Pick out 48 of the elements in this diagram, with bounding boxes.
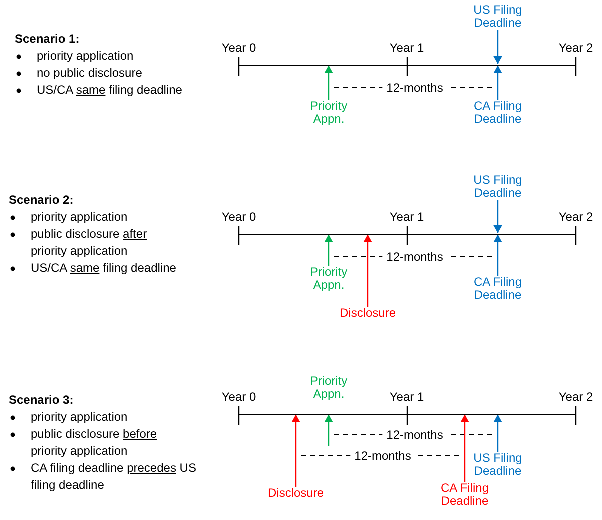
bullet-text: US/CA same filing deadline xyxy=(37,82,182,99)
bullet-text: priority application xyxy=(31,409,128,426)
arrow xyxy=(324,414,334,446)
timeline-axis xyxy=(239,64,576,66)
year-label: Year 1 xyxy=(390,209,424,226)
year-label: Year 1 xyxy=(390,389,424,406)
arrow xyxy=(494,66,502,100)
year-label: Year 0 xyxy=(222,209,256,226)
arrow xyxy=(460,414,470,482)
event-label: US Filing Deadline xyxy=(466,452,530,478)
bullet-text: CA filing deadline precedes US filing deadline xyxy=(31,460,198,494)
event-label: Priority Appn. xyxy=(297,266,361,292)
scenario-heading: Scenario 2: xyxy=(9,192,74,209)
bullet-text: priority application xyxy=(37,48,134,65)
dimension-label: 12-months xyxy=(350,449,416,463)
bullet-text: no public disclosure xyxy=(37,65,142,82)
bullet-text: priority application xyxy=(31,209,128,226)
year-label: Year 0 xyxy=(222,389,256,406)
arrow xyxy=(494,200,502,234)
arrow xyxy=(494,414,502,452)
event-label: US Filing Deadline xyxy=(466,4,530,30)
scenario-heading: Scenario 1: xyxy=(15,31,80,48)
event-label: Priority Appn. xyxy=(297,100,361,126)
arrow xyxy=(494,30,502,64)
dimension-label: 12-months xyxy=(382,81,448,95)
event-label: Disclosure xyxy=(260,487,332,500)
year-label: Year 2 xyxy=(558,389,594,406)
bullet-text: US/CA same filing deadline xyxy=(31,260,176,277)
year-label: Year 2 xyxy=(558,209,594,226)
arrow xyxy=(292,414,300,487)
year-label: Year 0 xyxy=(222,40,256,57)
timeline-axis xyxy=(239,234,576,235)
arrow xyxy=(324,234,334,266)
event-label: Priority Appn. xyxy=(309,375,349,401)
event-label: CA Filing Deadline xyxy=(466,276,530,302)
year-label: Year 1 xyxy=(390,40,424,57)
arrow xyxy=(494,234,502,276)
dimension-label: 12-months xyxy=(382,428,448,442)
scenario-heading: Scenario 3: xyxy=(9,392,74,409)
event-label: CA Filing Deadline xyxy=(433,482,497,508)
event-label: CA Filing Deadline xyxy=(466,100,530,126)
arrow xyxy=(324,66,334,100)
timeline-axis xyxy=(239,414,576,415)
dimension-label: 12-months xyxy=(382,250,448,264)
event-label: Disclosure xyxy=(332,307,404,320)
year-label: Year 2 xyxy=(558,40,594,57)
arrow xyxy=(364,234,372,307)
event-label: US Filing Deadline xyxy=(466,174,530,200)
